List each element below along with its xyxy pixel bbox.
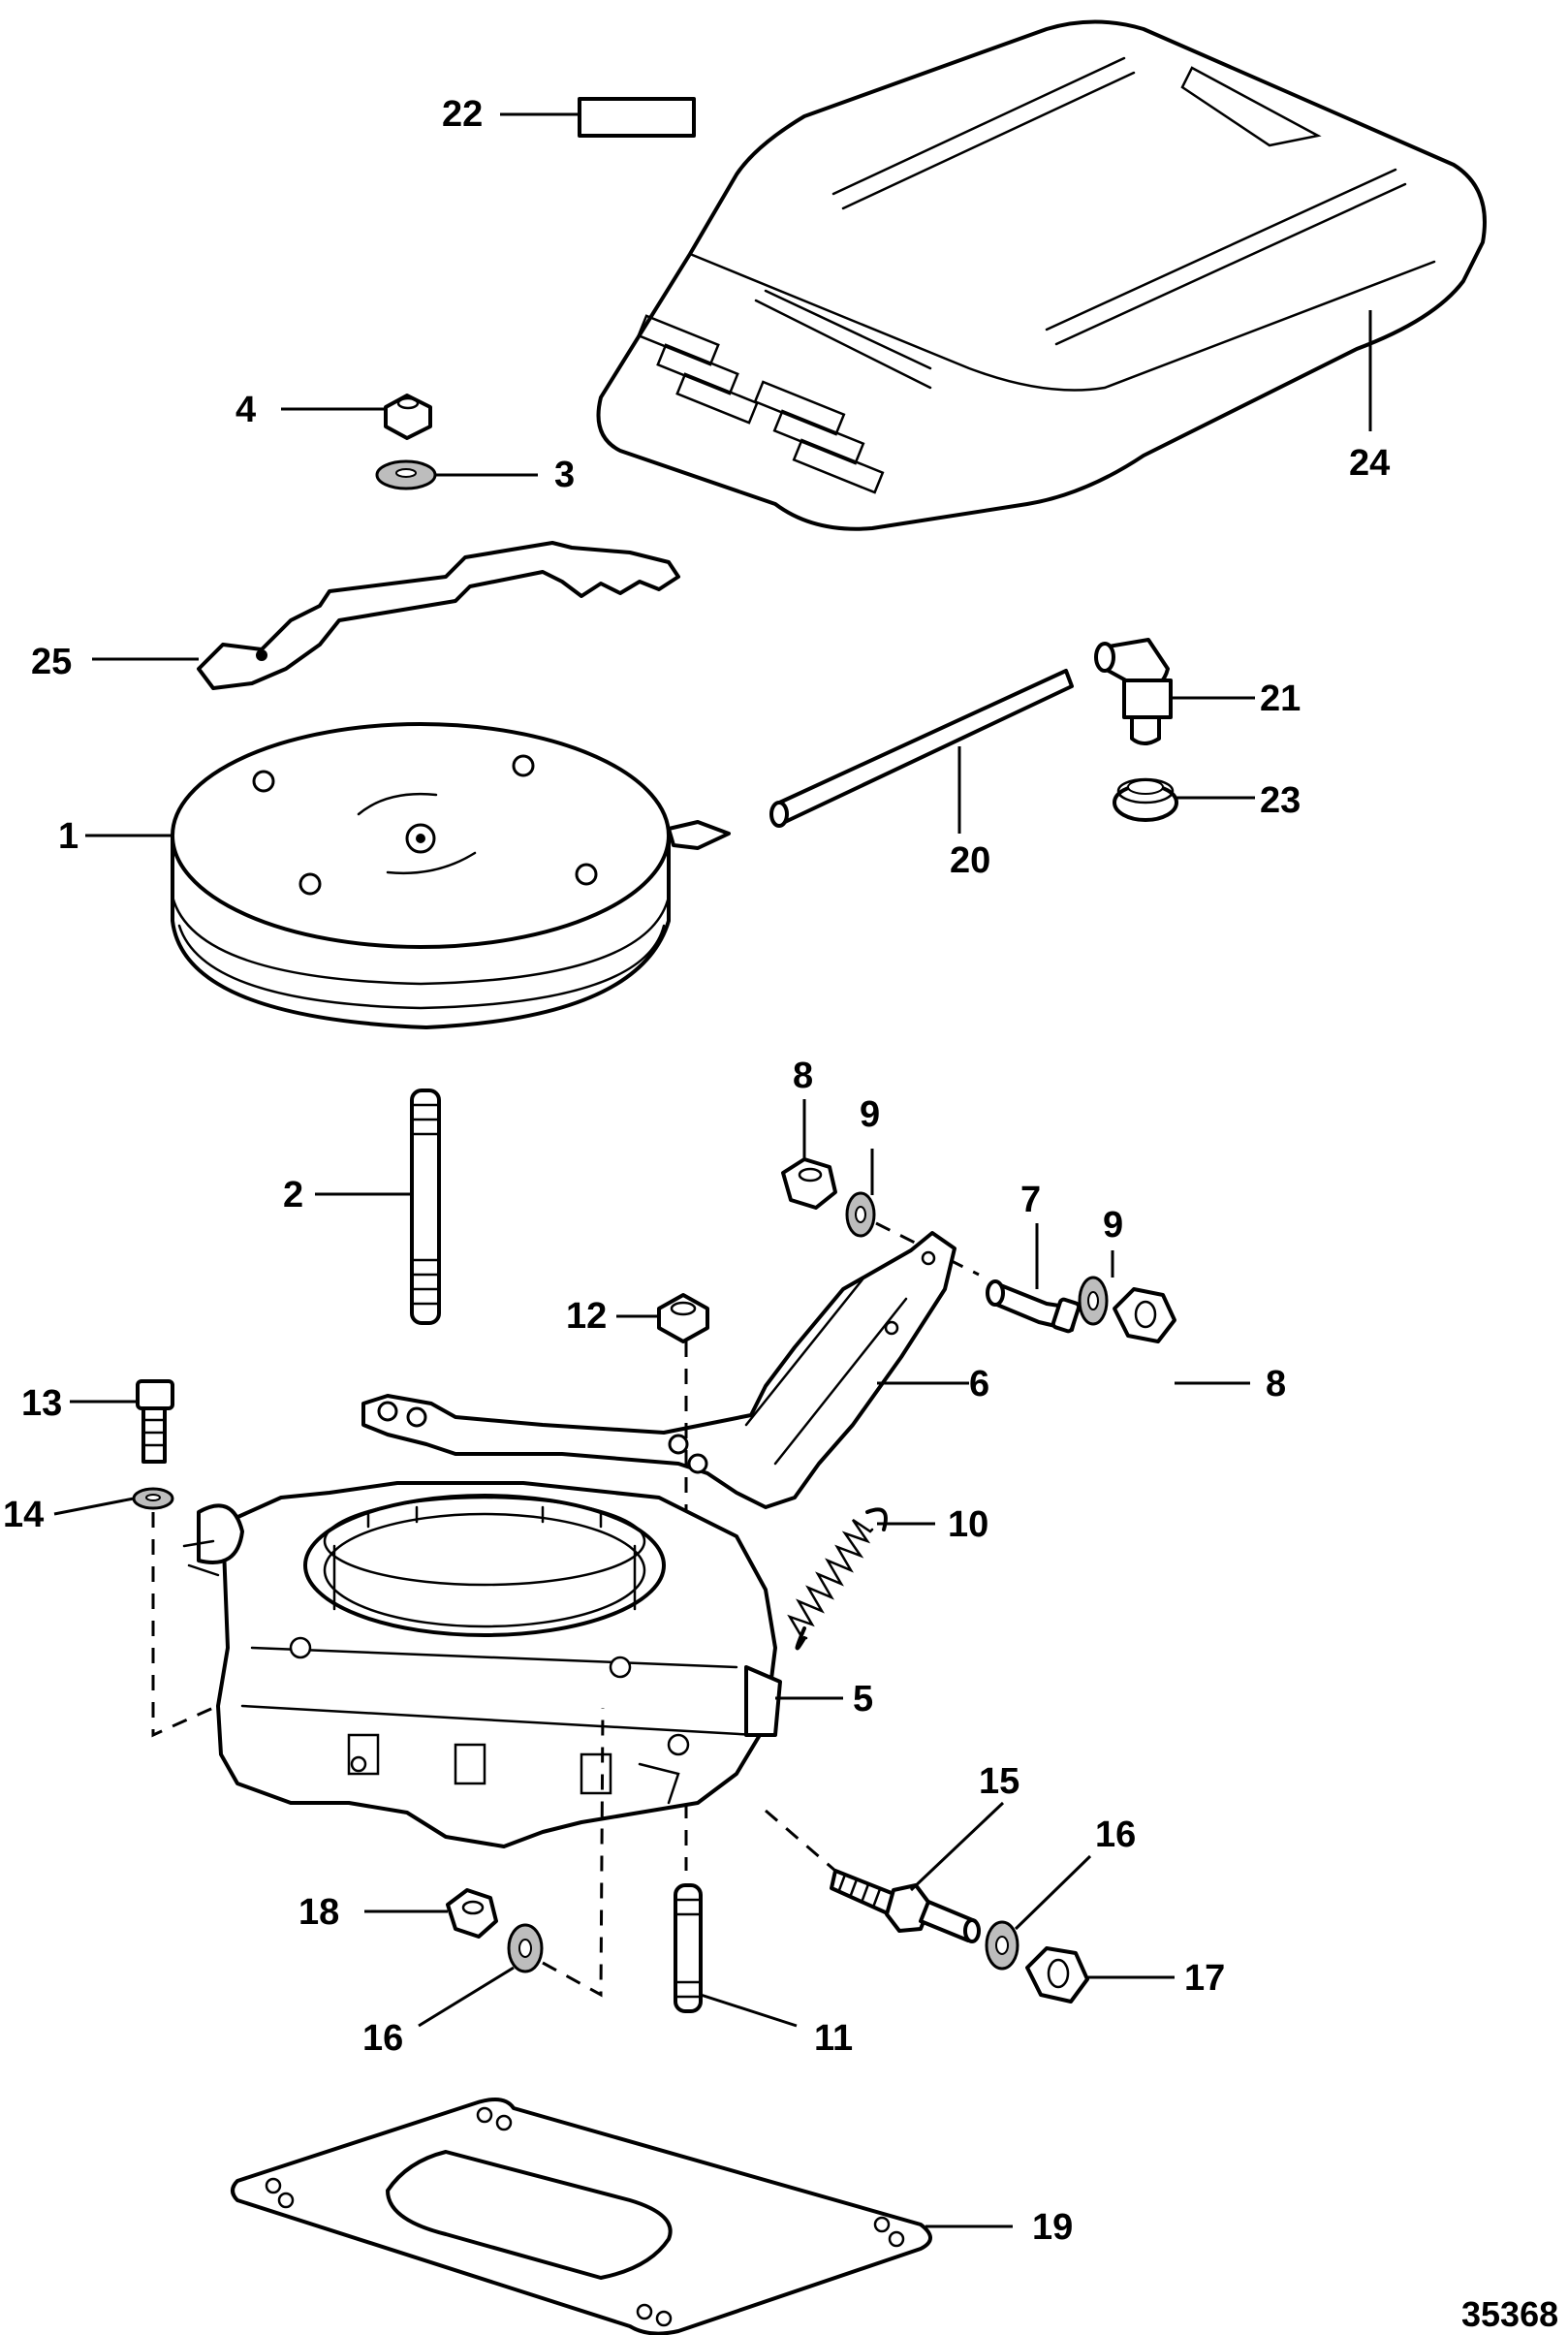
callout-12: 12 bbox=[566, 1296, 607, 1337]
callout-7: 7 bbox=[1020, 1180, 1041, 1220]
part-2-stud bbox=[410, 1089, 441, 1325]
part-22-decal bbox=[578, 97, 696, 138]
callout-9b: 9 bbox=[1103, 1205, 1123, 1246]
callout-9a: 9 bbox=[860, 1094, 880, 1135]
callout-22: 22 bbox=[442, 94, 483, 135]
callout-10: 10 bbox=[948, 1504, 988, 1545]
part-4-nut bbox=[384, 394, 432, 440]
callout-16b: 16 bbox=[362, 2018, 403, 2059]
callout-2: 2 bbox=[283, 1175, 303, 1215]
callout-8a: 8 bbox=[793, 1056, 813, 1096]
callout-20: 20 bbox=[950, 840, 990, 881]
callout-24: 24 bbox=[1349, 443, 1390, 484]
callout-11: 11 bbox=[814, 2018, 853, 2059]
part-24-cover bbox=[596, 19, 1487, 531]
part-17-nut bbox=[1025, 1946, 1089, 2004]
part-21-elbow-fitting bbox=[1094, 638, 1173, 745]
callout-8b: 8 bbox=[1266, 1364, 1286, 1404]
callout-18: 18 bbox=[298, 1892, 339, 1933]
callout-5: 5 bbox=[853, 1679, 873, 1720]
callout-25: 25 bbox=[31, 642, 72, 682]
part-8-nut-lower bbox=[1113, 1287, 1176, 1343]
part-5-carburetor bbox=[182, 1481, 782, 1848]
part-7-pin bbox=[986, 1279, 1082, 1334]
part-11-stud bbox=[674, 1883, 703, 2013]
callout-1: 1 bbox=[58, 816, 78, 857]
part-19-gasket bbox=[231, 2098, 932, 2335]
callout-6: 6 bbox=[969, 1364, 989, 1404]
callout-4: 4 bbox=[235, 390, 256, 430]
callout-23: 23 bbox=[1260, 780, 1301, 821]
callout-21: 21 bbox=[1260, 678, 1301, 719]
callout-3: 3 bbox=[554, 455, 575, 495]
part-10-spring bbox=[787, 1507, 888, 1651]
part-1-flame-arrestor bbox=[171, 722, 731, 1029]
part-13-bolt bbox=[136, 1379, 174, 1464]
part-25-bracket bbox=[197, 541, 680, 690]
callout-15: 15 bbox=[979, 1761, 1019, 1802]
callout-19: 19 bbox=[1032, 2207, 1073, 2248]
part-20-hose bbox=[773, 669, 1074, 824]
part-15-stud bbox=[830, 1869, 981, 1943]
callout-14: 14 bbox=[3, 1495, 44, 1535]
part-8-nut-upper bbox=[781, 1157, 837, 1210]
callout-13: 13 bbox=[21, 1383, 62, 1424]
figure-number: 35368 bbox=[1461, 2294, 1558, 2334]
callout-16a: 16 bbox=[1095, 1814, 1136, 1855]
callout-17: 17 bbox=[1184, 1958, 1225, 1999]
part-6-throttle-bracket bbox=[361, 1231, 956, 1509]
